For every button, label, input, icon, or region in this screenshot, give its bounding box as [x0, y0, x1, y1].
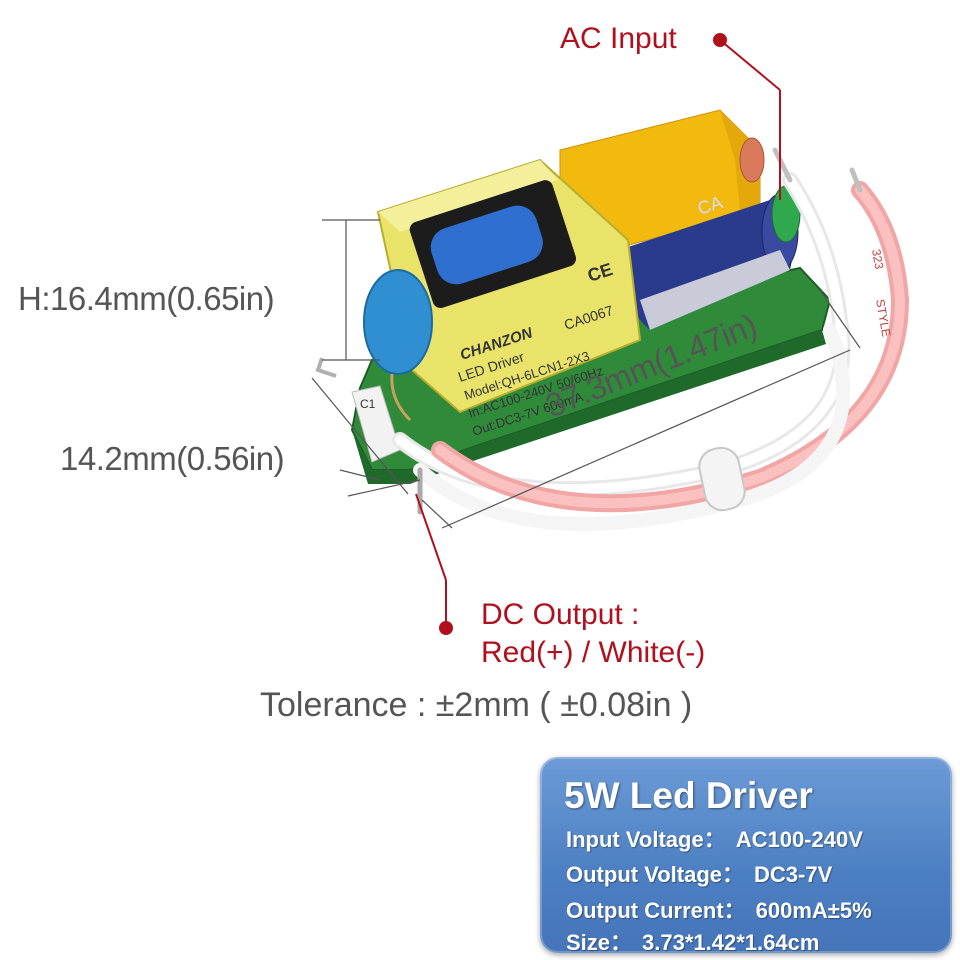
y-capacitor: [363, 269, 433, 375]
ac-input-dot: [713, 33, 727, 47]
width-dimension: 14.2mm(0.56in): [60, 440, 285, 477]
callout-lines: [415, 39, 781, 628]
height-dimension: H:16.4mm(0.65in): [18, 280, 275, 317]
spec-key: Input Voltage：: [566, 827, 726, 852]
spec-value: DC3-7V: [754, 862, 833, 887]
spec-row-output-voltage: Output Voltage： DC3-7V: [566, 857, 832, 889]
board-mark: C1: [360, 397, 376, 411]
spec-value: 3.73*1.42*1.64cm: [642, 930, 820, 955]
ac-input-label: AC Input: [560, 22, 677, 55]
wire-tie: [698, 446, 746, 512]
dc-output-label: DC Output :: [481, 598, 640, 631]
wire-code: 323: [869, 248, 886, 270]
dc-output-polarity: Red(+) / White(-): [481, 636, 706, 669]
spec-card: 5W Led Driver Input Voltage： AC100-240V O…: [540, 757, 952, 955]
dc-output-dot: [439, 621, 453, 635]
spec-title: 5W Led Driver: [564, 775, 813, 816]
tolerance-note: Tolerance : ±2mm ( ±0.08in ): [260, 686, 693, 724]
spec-row-output-current: Output Current： 600mA±5%: [566, 893, 872, 925]
spec-value: AC100-240V: [735, 827, 863, 852]
spec-value: 600mA±5%: [755, 898, 872, 923]
transformer: CHANZON CA0067 CE LED Driver Model:QH-6L…: [376, 158, 642, 439]
spec-row-size: Size： 3.73*1.42*1.64cm: [566, 925, 819, 957]
spec-key: Output Voltage：: [566, 862, 745, 887]
dimension-lines: [311, 219, 861, 529]
wire-mark: STYLE: [873, 298, 893, 338]
spec-key: Output Current：: [566, 898, 746, 923]
spec-row-input-voltage: Input Voltage： AC100-240V: [566, 822, 863, 854]
spec-key: Size：: [566, 930, 633, 955]
